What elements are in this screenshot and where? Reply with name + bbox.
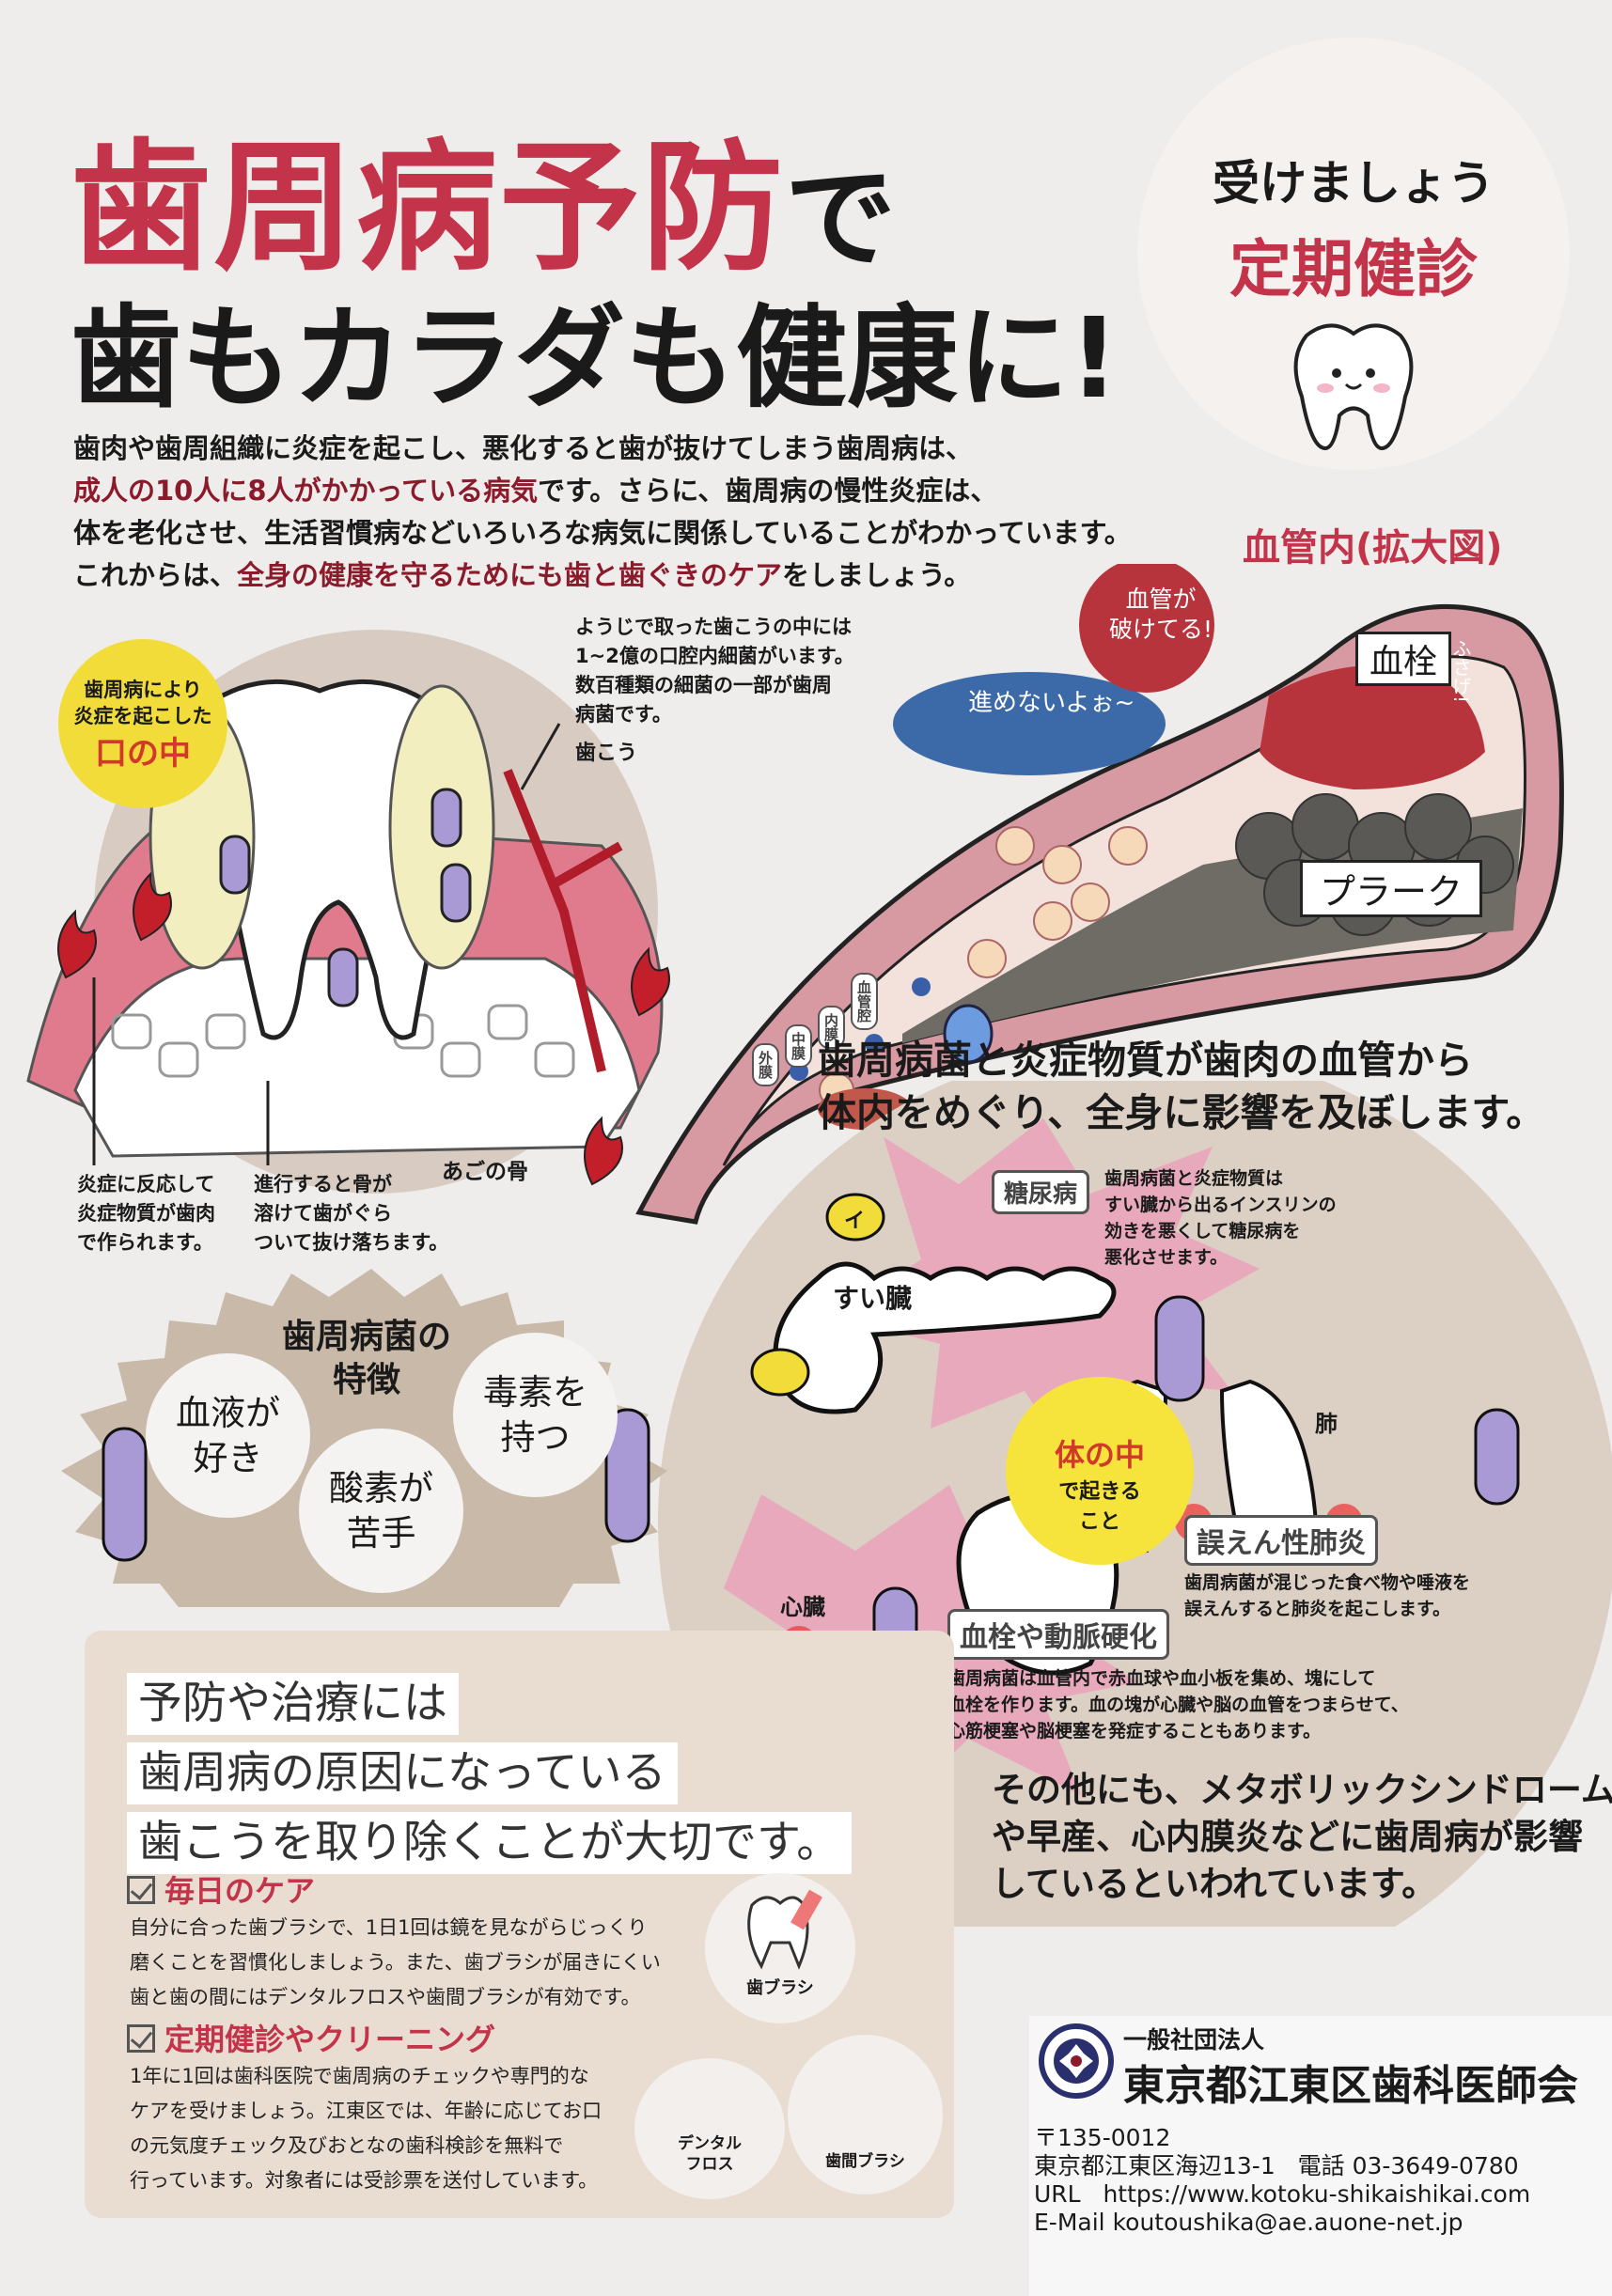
thrombosis-tag: 血栓や動脈硬化 xyxy=(947,1609,1169,1660)
jaw-bone-label: あごの骨 xyxy=(442,1160,528,1184)
checkup-badge: 受けましょう 定期健診 xyxy=(1137,38,1570,470)
plaque-note: ようじで取った歯こうの中には 1~2億の口腔内細菌がいます。 数百種類の細菌の一… xyxy=(575,616,854,765)
diabetes-text: 歯周病菌と炎症物質はすい臓から出るインスリンの効きを悪くして糖尿病を悪化させます… xyxy=(1104,1168,1337,1268)
pancreas-icon xyxy=(773,1261,1117,1414)
page-title-line1: 歯周病予防で xyxy=(70,127,899,290)
interdental-brush-illustration: 歯間ブラシ xyxy=(788,2035,943,2194)
org-url-link[interactable]: https://www.kotoku-shikaishikai.com xyxy=(1103,2180,1531,2208)
org-contact: 〒135-0012 東京都江東区海辺13-1 電話 03-3649-0780 U… xyxy=(1034,2124,1531,2236)
features-title: 歯周病菌の特徴 xyxy=(282,1318,452,1399)
burst-bubble-text: 血管が破けてる! xyxy=(1109,586,1213,643)
flame-icon xyxy=(57,871,670,1186)
vessel-title: 血管内(拡大図) xyxy=(1243,526,1503,570)
checkup-text: 1年に1回は歯科医院で歯周病のチェックや専門的なケアを受けましょう。江東区では、… xyxy=(130,2065,603,2192)
feature-dislikes-oxygen: 酸素が苦手 xyxy=(299,1429,463,1593)
flow-heading: 歯周病菌と炎症物質が歯肉の血管から 体内をめぐり、全身に影響を及ぼします。 xyxy=(818,1038,1545,1135)
mouth-illustration xyxy=(26,630,670,1194)
insulin-icon-label: イ xyxy=(844,1210,866,1233)
checkup-title: 定期健診やクリーニング xyxy=(127,2016,495,2059)
checkbox-icon xyxy=(127,1876,155,1904)
bone-loss-note: 進行すると骨が 溶けて歯がぐら ついて抜け落ちます。 xyxy=(254,1173,449,1254)
page-title-line2: 歯もカラダも健康に! xyxy=(70,293,1119,423)
smiling-tooth-icon xyxy=(1293,323,1414,451)
mouth-callout-bubble: 歯周病により 炎症を起こした 口の中 xyxy=(58,639,227,808)
feature-has-toxin: 毒素を持つ xyxy=(453,1333,618,1497)
other-effects-text: その他にも、メタボリックシンドロームや早産、心内膜炎などに歯周病が影響していると… xyxy=(992,1770,1612,1904)
heart-label: 心臓 xyxy=(780,1594,825,1620)
inflammation-note: 炎症に反応して 炎症物質が歯肉 で作られます。 xyxy=(77,1173,215,1254)
org-email-link[interactable]: koutoushika@ae.auone-net.jp xyxy=(1112,2209,1463,2236)
care-heading: 予防や治療には 歯周病の原因になっている 歯こうを取り除くことが大切です。 xyxy=(127,1673,853,1882)
plaque-label: プラーク xyxy=(1300,860,1483,917)
pneumonia-tag: 誤えん性肺炎 xyxy=(1184,1515,1378,1566)
bacteria-icon xyxy=(219,788,472,1007)
dental-association-logo xyxy=(1039,2023,1114,2099)
floss-illustration: デンタル フロス xyxy=(634,2058,785,2199)
feature-likes-blood: 血液が好き xyxy=(146,1353,310,1518)
lung-label: 肺 xyxy=(1315,1411,1338,1437)
body-center-bubble: 体の中 で起きる こと xyxy=(1006,1377,1194,1565)
daily-care-title: 毎日のケア xyxy=(127,1867,315,1911)
speech-bubble xyxy=(893,672,1166,775)
sfx-label: ふさげ! xyxy=(1449,639,1472,704)
pneumonia-text: 歯周病菌が混じった食べ物や唾液を誤えんすると肺炎を起こします。 xyxy=(1184,1572,1471,1619)
daily-care-text: 自分に合った歯ブラシで、1日1回は鏡を見ながらじっくり磨くことを習慣化しましょう… xyxy=(130,1916,661,2008)
stuck-bubble-text: 進めないよぉ~ xyxy=(968,689,1135,717)
speech-bubble xyxy=(1079,564,1214,693)
prevention-care-box: 予防や治療には 歯周病の原因になっている 歯こうを取り除くことが大切です。 歯ブ… xyxy=(85,1631,954,2218)
thrombosis-text: 歯周病菌は血管内で赤血球や血小板を集め、塊にして血栓を作ります。血の塊が心臓や脳… xyxy=(947,1668,1409,1742)
diabetes-tag: 糖尿病 xyxy=(992,1170,1090,1214)
toothbrush-icon xyxy=(747,1889,822,1970)
thrombus-label: 血栓 xyxy=(1355,632,1452,686)
checkbox-icon xyxy=(127,2024,155,2053)
pancreas-label: すい臓 xyxy=(833,1283,913,1314)
organization-footer: 一般社団法人 東京都江東区歯科医師会 〒135-0012 東京都江東区海辺13-… xyxy=(1029,2016,1612,2296)
vessel-layer-labels: 外膜 中膜 内膜 血管腔 xyxy=(752,973,878,1086)
intro-paragraph: 歯肉や歯周組織に炎症を起こし、悪化すると歯が抜けてしまう歯周病は、 成人の10人… xyxy=(73,432,1132,591)
toothbrush-illustration: 歯ブラシ xyxy=(705,1873,855,2023)
